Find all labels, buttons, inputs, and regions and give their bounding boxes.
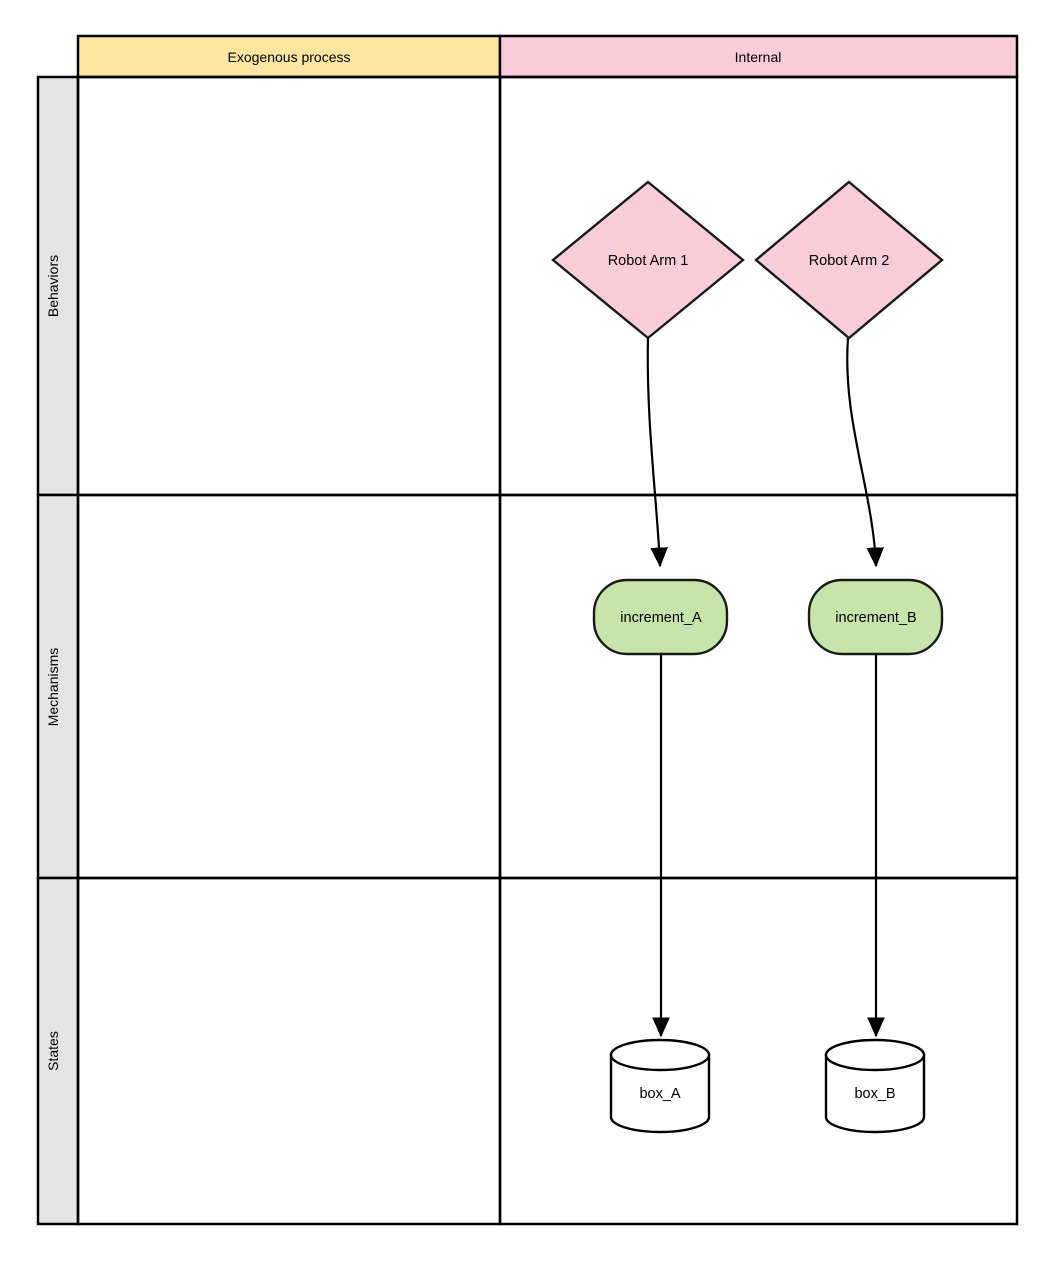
column-header-exogenous bbox=[76, 34, 502, 79]
rhombus-shape[interactable] bbox=[551, 180, 745, 340]
rounded-rectangle-shape[interactable] bbox=[592, 578, 729, 656]
node-label-increment-b: increment_B bbox=[835, 610, 916, 626]
row-label-states: States bbox=[45, 1031, 61, 1071]
row-band-behaviors bbox=[36, 75, 80, 497]
node-box-b[interactable]: box_B bbox=[824, 1038, 926, 1134]
column-header-label-exogenous: Exogenous process bbox=[228, 49, 351, 65]
node-label-robot-arm-2: Robot Arm 2 bbox=[809, 253, 890, 269]
cell-states-internal bbox=[498, 876, 1019, 1226]
cylinder-body[interactable] bbox=[824, 1053, 926, 1134]
column-header-label-internal: Internal bbox=[735, 49, 782, 65]
node-label-box-a: box_A bbox=[639, 1086, 680, 1102]
cylinder-top bbox=[609, 1038, 711, 1072]
rounded-rectangle-shape[interactable] bbox=[807, 578, 944, 656]
edge-robot-arm-2-to-increment-b bbox=[846, 337, 885, 568]
edge-layer bbox=[646, 337, 885, 1038]
edge-robot-arm-1-to-increment-a bbox=[646, 337, 668, 568]
node-label-robot-arm-1: Robot Arm 1 bbox=[608, 253, 689, 269]
node-robot-arm-1[interactable]: Robot Arm 1 bbox=[551, 180, 745, 340]
node-label-box-b: box_B bbox=[854, 1086, 895, 1102]
row-label-mechanisms: Mechanisms bbox=[45, 648, 61, 727]
cylinder-body[interactable] bbox=[609, 1053, 711, 1134]
row-label-behaviors: Behaviors bbox=[45, 255, 61, 317]
cylinder-top bbox=[824, 1038, 926, 1072]
column-header-internal bbox=[498, 34, 1019, 79]
row-band-states bbox=[36, 876, 80, 1226]
node-robot-arm-2[interactable]: Robot Arm 2 bbox=[754, 180, 944, 340]
node-label-increment-a: increment_A bbox=[620, 610, 702, 626]
node-increment-a[interactable]: increment_A bbox=[592, 578, 729, 656]
node-box-a[interactable]: box_A bbox=[609, 1038, 711, 1134]
rhombus-shape[interactable] bbox=[754, 180, 944, 340]
node-increment-b[interactable]: increment_B bbox=[807, 578, 944, 656]
